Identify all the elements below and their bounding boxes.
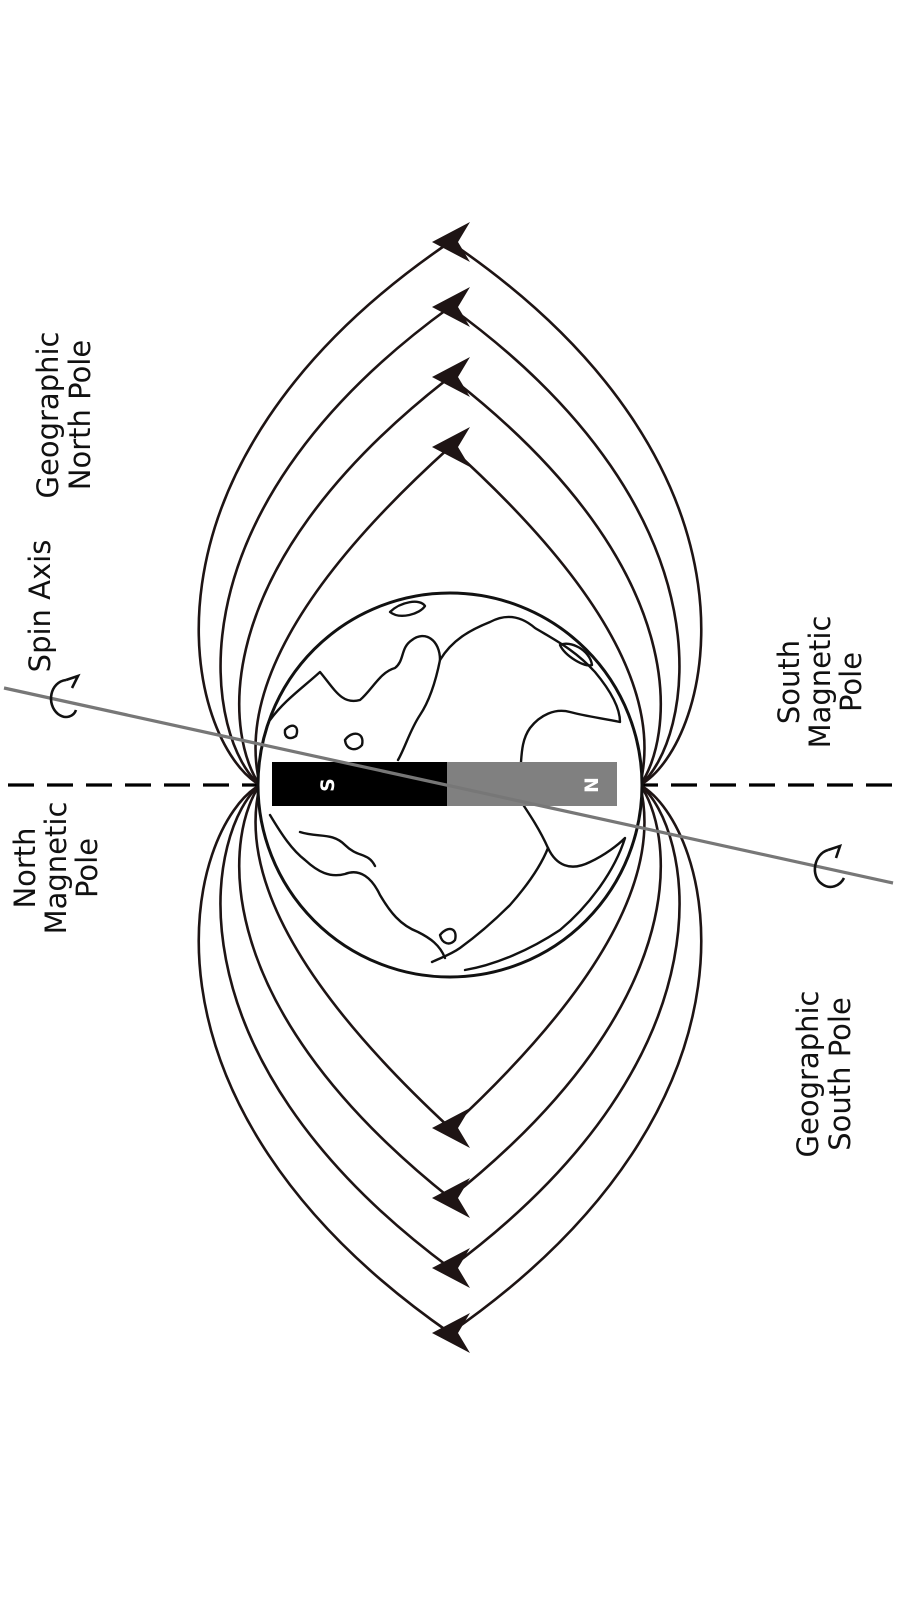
continent-upper-right: [438, 615, 622, 774]
arrow-icon: [432, 222, 470, 262]
field-arrows: [432, 222, 470, 1353]
geo-south-line-1: Geographic: [791, 991, 825, 1158]
arrow-icon: [432, 1313, 470, 1353]
continent-lower-right-2: [430, 846, 550, 964]
arrow-icon: [432, 427, 470, 467]
north-magnetic-line-2: Magnetic: [39, 802, 73, 935]
island-1: [388, 600, 427, 617]
bar-magnet: S N: [272, 762, 617, 806]
arrow-icon: [432, 357, 470, 397]
arrow-icon: [432, 1108, 470, 1148]
magnet-north-label: N: [581, 777, 603, 793]
rotation-arrow-icon: [813, 843, 846, 889]
magnet-south-label: S: [317, 778, 339, 792]
continent-lower-left: [268, 813, 447, 960]
continent-outlines: [268, 600, 627, 972]
magnet-north-half: [447, 762, 617, 806]
spin-axis-label: Spin Axis: [23, 540, 57, 673]
south-magnetic-line-2: Magnetic: [803, 616, 837, 749]
arrow-icon: [432, 1178, 470, 1218]
magnet-south-half: [272, 762, 447, 806]
south-magnetic-line-1: South: [772, 640, 806, 724]
island-3: [343, 732, 364, 751]
island-4: [283, 724, 299, 740]
north-magnetic-line-1: North: [8, 827, 42, 908]
arrow-icon: [432, 1248, 470, 1288]
north-magnetic-line-3: Pole: [70, 838, 104, 898]
south-magnetic-line-3: Pole: [834, 652, 868, 712]
continent-lower-mid: [298, 830, 377, 868]
geo-north-line-1: Geographic: [31, 332, 65, 499]
geo-south-line-2: South Pole: [823, 997, 857, 1151]
spin-axis-line: [3, 686, 894, 885]
north-magnetic-pole-label: North Magnetic Pole: [8, 802, 104, 935]
island-2: [558, 642, 594, 667]
island-5: [438, 927, 457, 945]
geographic-south-pole-label: Geographic South Pole: [791, 991, 857, 1158]
arrow-icon: [432, 287, 470, 327]
rotation-arrow-icon: [49, 673, 81, 719]
geo-north-line-2: North Pole: [63, 340, 97, 490]
continent-upper-left: [268, 634, 442, 762]
geographic-north-pole-label: Geographic North Pole: [31, 332, 97, 499]
south-magnetic-pole-label: South Magnetic Pole: [772, 616, 868, 749]
